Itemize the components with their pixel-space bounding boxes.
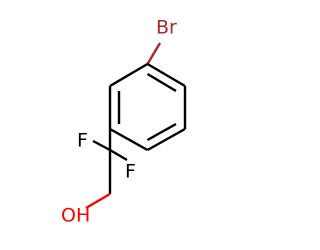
bond-c-f-left bbox=[92, 139, 111, 152]
bromine-atom-label: Br bbox=[156, 17, 177, 39]
bond-c-br bbox=[146, 42, 162, 65]
hydroxyl-group-label: OH bbox=[61, 205, 90, 227]
ring-bond-6 bbox=[109, 62, 149, 88]
ring-bond-3 bbox=[146, 127, 186, 152]
ring-double-bond-2 bbox=[146, 122, 177, 142]
bond-c-f-right bbox=[109, 148, 128, 162]
molecule-structure: Br F F OH bbox=[61, 17, 187, 227]
ring-double-bond-1 bbox=[146, 72, 177, 93]
fluorine-left-atom-label: F bbox=[77, 130, 88, 152]
ring-bond-1 bbox=[146, 62, 186, 88]
bond-c-o bbox=[85, 192, 111, 210]
ring-bond-4 bbox=[109, 127, 149, 152]
fluorine-right-atom-label: F bbox=[125, 161, 136, 183]
